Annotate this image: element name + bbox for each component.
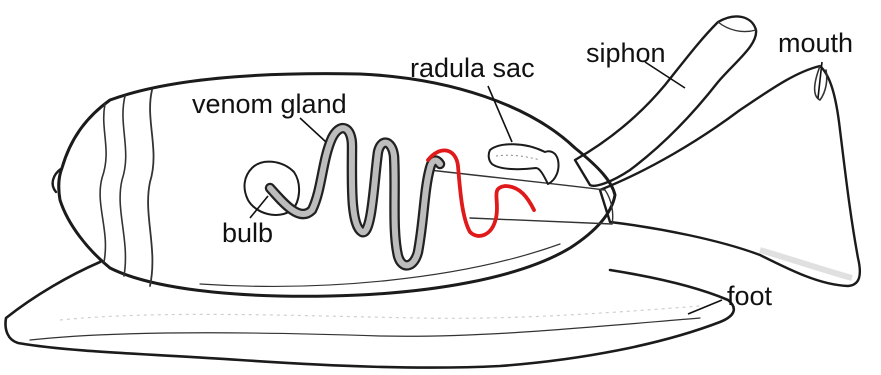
- siphon-rim: [718, 22, 756, 32]
- channel-bottom: [470, 218, 612, 224]
- siphon-label: siphon: [586, 38, 666, 68]
- venom-gland-leader: [300, 118, 326, 142]
- radula-sac-label: radula sac: [410, 53, 535, 83]
- radula-sac-texture: [496, 155, 540, 160]
- venom-gland-label: venom gland: [192, 89, 347, 119]
- shell-inner-edge: [200, 244, 560, 286]
- shell-band-1: [100, 104, 106, 262]
- bulb-label: bulb: [222, 218, 273, 248]
- mouth-label: mouth: [778, 28, 853, 58]
- shell-band-2: [120, 96, 126, 276]
- foot-shading: [60, 306, 700, 320]
- shell-band-3: [148, 90, 153, 286]
- foot-leader: [688, 300, 722, 314]
- channel-top: [430, 170, 605, 190]
- foot-outline: [6, 262, 734, 368]
- foot-underline: [30, 318, 700, 340]
- foot-label: foot: [727, 281, 773, 311]
- radula-sac-leader: [488, 86, 512, 142]
- proboscis-shading: [760, 250, 852, 278]
